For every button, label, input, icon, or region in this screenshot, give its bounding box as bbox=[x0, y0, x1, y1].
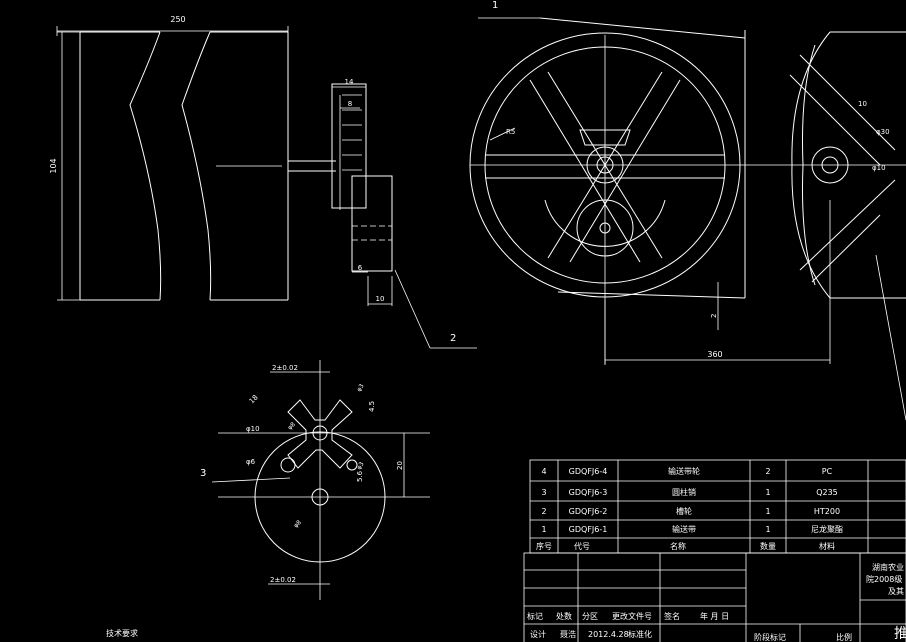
rev-header: 标记 bbox=[527, 611, 543, 621]
dim-18: 18 bbox=[248, 393, 260, 405]
bom-row-no: 3 bbox=[541, 488, 546, 497]
dim-phi6: φ6 bbox=[246, 458, 256, 466]
dim-phi10: φ10 bbox=[872, 164, 886, 172]
bom-header-no: 序号 bbox=[536, 541, 552, 551]
balloon-3: 3 bbox=[200, 468, 206, 479]
bom-row-material: Q235 bbox=[816, 488, 838, 497]
balloon-1: 1 bbox=[492, 0, 498, 11]
bom-header-qty: 数量 bbox=[760, 541, 776, 551]
rev-header: 签名 bbox=[664, 611, 680, 621]
bom-texts: 4 GDQFJ6-4 输送带轮 2 PC 3 GDQFJ6-3 圆柱销 1 Q2… bbox=[536, 466, 843, 551]
dim-5-6: 5.6 bbox=[356, 470, 364, 482]
tech-notes: 技术要求 bbox=[106, 628, 138, 638]
dim-r5: R5 bbox=[506, 128, 515, 136]
designer-name: 聂浩 bbox=[560, 629, 576, 639]
rev-header: 处数 bbox=[556, 611, 572, 621]
rev-header: 分区 bbox=[582, 612, 598, 621]
bom-row-qty: 1 bbox=[765, 507, 770, 516]
dim-6: 6 bbox=[358, 264, 363, 272]
dim-phi10-s: φ10 bbox=[246, 425, 260, 433]
dim-s3: φ3 bbox=[356, 461, 366, 471]
bom-row-qty: 2 bbox=[765, 467, 770, 476]
dim-height-104: 104 bbox=[49, 158, 58, 173]
left-view: 250 104 bbox=[49, 15, 289, 301]
bom-row-qty: 1 bbox=[765, 488, 770, 497]
tol-top: 2±0.02 bbox=[272, 364, 298, 372]
bom-row-material: 尼龙聚酯 bbox=[811, 524, 843, 534]
rev-header: 更改文件号 bbox=[612, 611, 652, 621]
bom-row-no: 2 bbox=[541, 507, 546, 516]
dim-phi30: φ30 bbox=[876, 128, 890, 136]
dim-rib-10: 10 bbox=[858, 100, 867, 108]
geneva-view: 2±0.02 2±0.02 20 φ10 φ6 18 4.5 5.6 φ8 φ3… bbox=[200, 360, 430, 600]
dim-360: 360 bbox=[707, 350, 722, 359]
bom-row-code: GDQFJ6-2 bbox=[569, 507, 608, 516]
bom-header-material: 材料 bbox=[819, 541, 835, 551]
org-line-2: 院2008级 bbox=[866, 574, 902, 584]
dim-s2: φ3 bbox=[356, 383, 366, 393]
bom-row-no: 1 bbox=[541, 525, 546, 534]
bom-row-qty: 1 bbox=[765, 525, 770, 534]
dim-8: 8 bbox=[348, 100, 352, 108]
rev-header: 年 月 日 bbox=[700, 611, 729, 621]
design-label: 设计 bbox=[530, 629, 546, 639]
dim-14: 14 bbox=[345, 78, 354, 86]
balloon-2: 2 bbox=[450, 333, 456, 344]
design-date: 2012.4.28 bbox=[588, 630, 629, 639]
tech-notes-heading: 技术要求 bbox=[106, 628, 138, 638]
bom-row-name: 圆柱销 bbox=[672, 487, 696, 497]
org-line-1: 湖南农业 bbox=[872, 562, 904, 572]
standard-label: 标准化 bbox=[628, 629, 652, 639]
dim-width-250: 250 bbox=[170, 15, 185, 24]
bom-row-code: GDQFJ6-4 bbox=[569, 467, 608, 476]
bom-row-name: 槽轮 bbox=[676, 506, 692, 516]
dim-s1: φ8 bbox=[286, 421, 297, 432]
title-block bbox=[523, 552, 906, 642]
bom-row-code: GDQFJ6-3 bbox=[569, 488, 608, 497]
side-view: 14 8 6 10 2 bbox=[288, 78, 477, 349]
bom-row-material: PC bbox=[822, 467, 833, 476]
bom-row-code: GDQFJ6-1 bbox=[569, 525, 608, 534]
dim-s4: φ8 bbox=[292, 519, 303, 530]
bom-header-name: 名称 bbox=[670, 541, 686, 551]
pulley-view: 1 R5 360 2 bbox=[469, 0, 906, 421]
bom-row-name: 输送带 bbox=[672, 524, 696, 534]
bom-row-material: HT200 bbox=[814, 507, 840, 516]
title-texts: 标记 处数 分区 更改文件号 签名 年 月 日 设计 聂浩 2012.4.28 … bbox=[527, 562, 906, 642]
dim-2-offset: 2 bbox=[710, 314, 718, 318]
tol-bottom: 2±0.02 bbox=[270, 576, 296, 584]
bom-row-name: 输送带轮 bbox=[668, 466, 700, 476]
dim-10: 10 bbox=[376, 295, 385, 303]
dim-20: 20 bbox=[396, 461, 404, 470]
dim-4-5: 4.5 bbox=[368, 401, 376, 412]
drawing-title: 推 bbox=[894, 626, 906, 642]
scale-label: 比例 bbox=[836, 632, 852, 642]
org-line-3: 及其 bbox=[888, 587, 904, 596]
bom-row-no: 4 bbox=[541, 467, 546, 476]
bom-header-code: 代号 bbox=[574, 541, 590, 551]
stage-label: 阶段标记 bbox=[754, 632, 786, 642]
